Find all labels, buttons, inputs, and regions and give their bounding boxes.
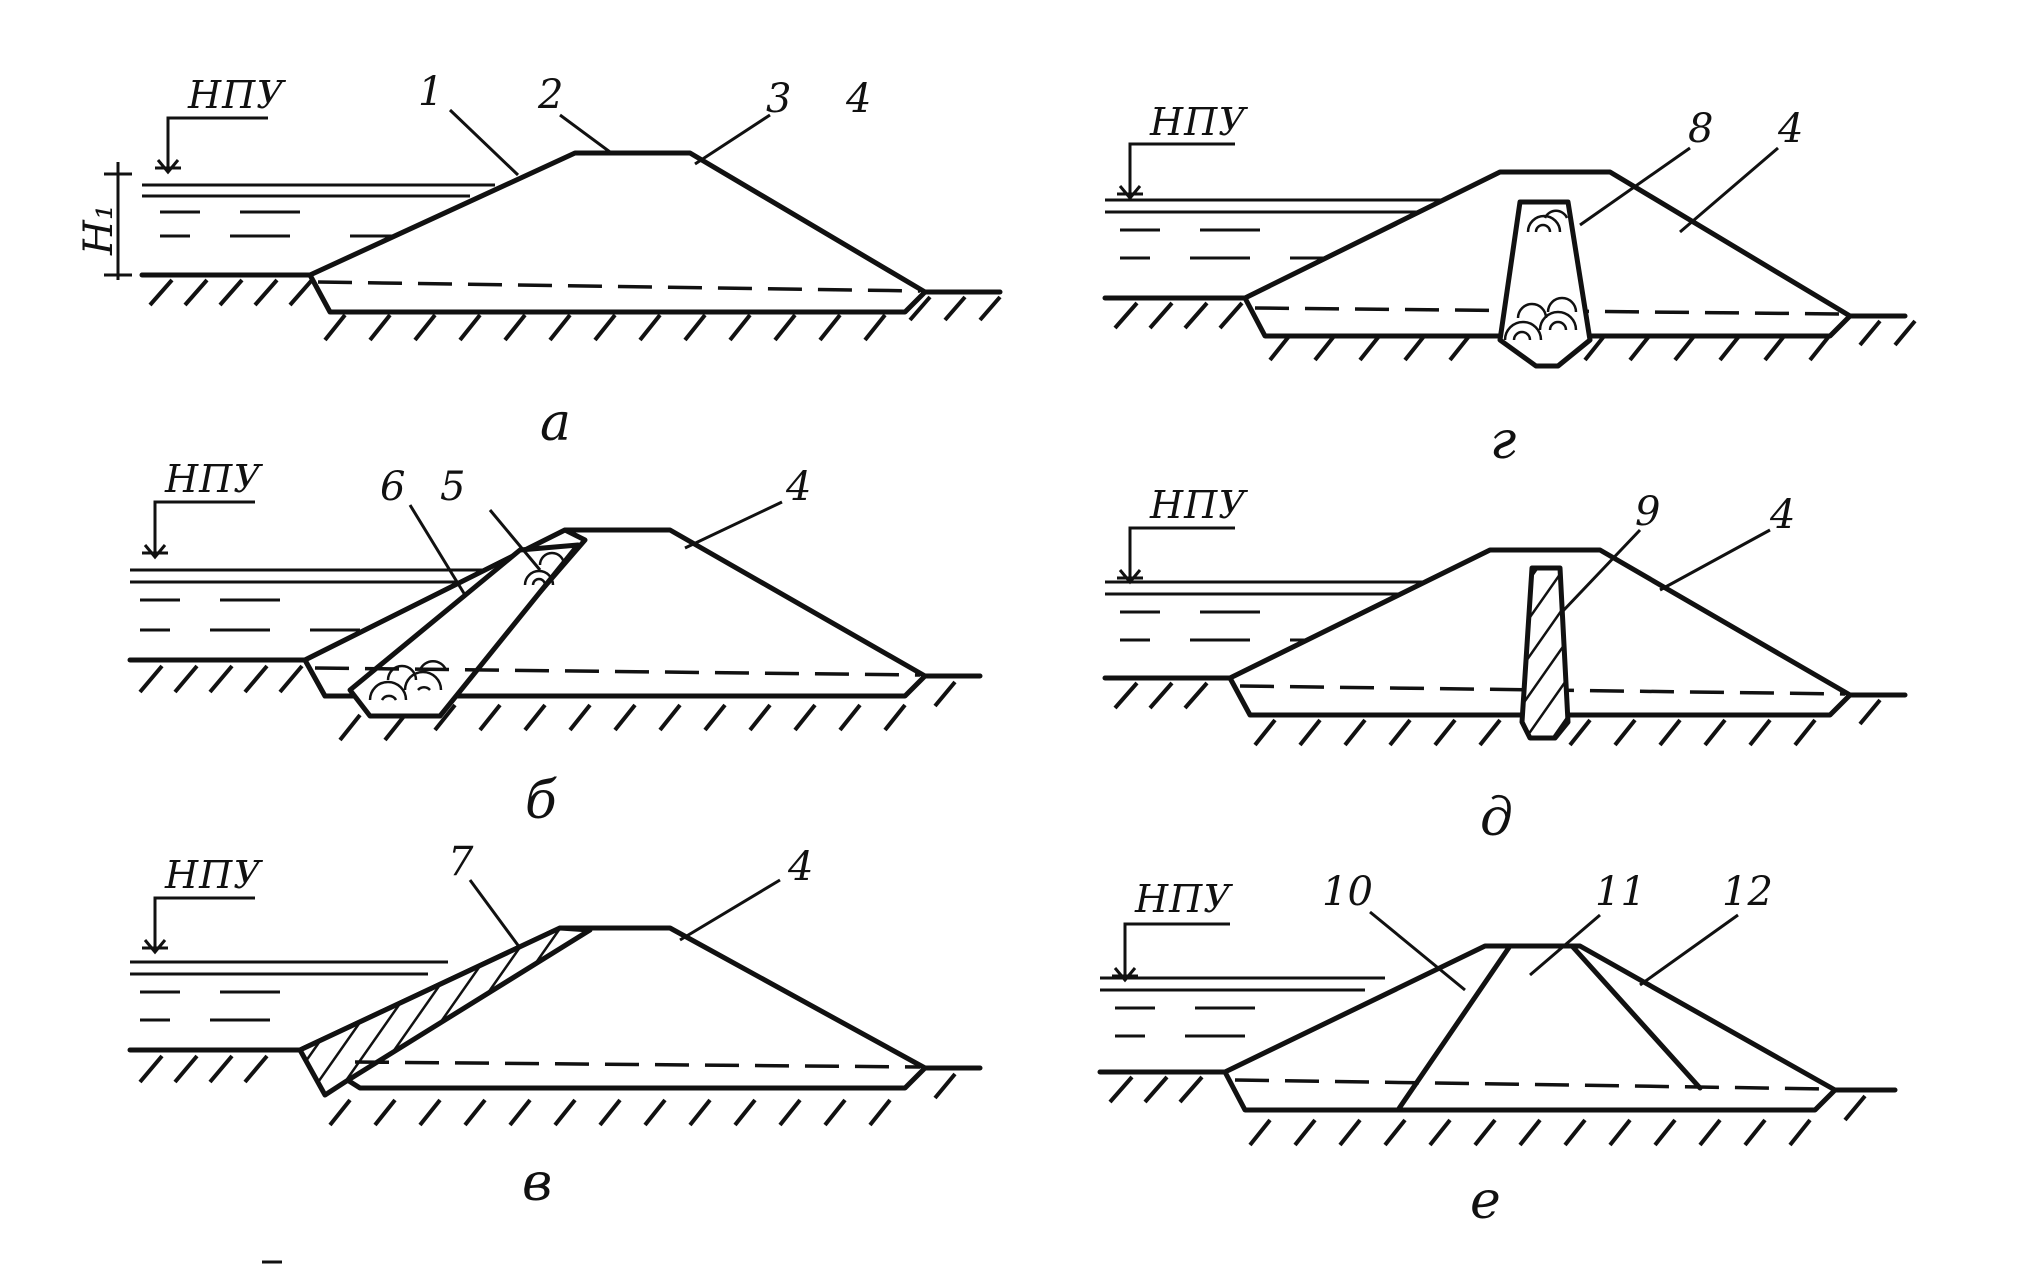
dam-body bbox=[307, 150, 928, 315]
panel-g: НПУ 8 4 г bbox=[1102, 100, 1917, 471]
screen-texture bbox=[368, 551, 566, 701]
label-3: 3 bbox=[766, 76, 791, 122]
level-label: НПУ bbox=[164, 457, 263, 501]
level-label: НПУ bbox=[187, 73, 286, 117]
loam-screen bbox=[297, 925, 593, 1098]
label-4: 4 bbox=[787, 844, 813, 890]
panel-b: НПУ 6 5 4 б bbox=[127, 457, 983, 831]
leader-lines bbox=[408, 500, 783, 596]
head-dimension bbox=[104, 162, 132, 280]
clay-core bbox=[1497, 199, 1593, 369]
label-9: 9 bbox=[1635, 489, 1660, 535]
label-6: 6 bbox=[380, 464, 405, 510]
zone-boundaries bbox=[1395, 943, 1703, 1113]
reservoir-water bbox=[130, 960, 448, 1022]
reservoir-water bbox=[1100, 976, 1385, 1038]
ground-line bbox=[139, 272, 1003, 342]
caption-d: д bbox=[1480, 788, 1513, 848]
level-label: НПУ bbox=[1149, 100, 1248, 144]
ground-line bbox=[127, 657, 983, 742]
label-4: 4 bbox=[785, 464, 811, 510]
caption-g: г bbox=[1490, 411, 1516, 471]
core-texture bbox=[1503, 209, 1578, 341]
label-2: 2 bbox=[537, 72, 563, 118]
label-5: 5 bbox=[440, 464, 465, 510]
diaphragm bbox=[1519, 565, 1571, 741]
head-label: H₁ bbox=[76, 204, 122, 256]
reservoir-water bbox=[1105, 198, 1455, 260]
leader-lines bbox=[448, 108, 771, 177]
reservoir-water bbox=[142, 183, 495, 238]
label-1: 1 bbox=[418, 69, 443, 115]
water-level-marker bbox=[1117, 142, 1235, 201]
leader-lines bbox=[1579, 146, 1779, 234]
caption-b: б bbox=[525, 771, 557, 831]
water-level-marker bbox=[1117, 526, 1235, 585]
label-10: 10 bbox=[1322, 869, 1373, 915]
panel-e: НПУ 10 11 12 е bbox=[1097, 869, 1898, 1231]
foundation-line bbox=[317, 280, 921, 293]
level-label: НПУ bbox=[1134, 877, 1233, 921]
label-4: 4 bbox=[845, 76, 871, 122]
caption-v: в bbox=[522, 1153, 552, 1213]
leader-lines bbox=[1369, 910, 1739, 992]
label-7: 7 bbox=[448, 839, 474, 885]
reservoir-water bbox=[130, 568, 525, 632]
loam-screen bbox=[347, 542, 581, 719]
label-11: 11 bbox=[1595, 869, 1646, 915]
label-4: 4 bbox=[1777, 106, 1803, 152]
water-level-marker bbox=[155, 116, 268, 175]
ground-line bbox=[127, 1047, 983, 1127]
ground-line bbox=[1102, 295, 1917, 362]
label-8: 8 bbox=[1688, 106, 1713, 152]
caption-e: е bbox=[1470, 1171, 1501, 1231]
foundation-line bbox=[354, 1060, 921, 1069]
caption-a: а bbox=[540, 393, 571, 453]
panel-v: НПУ 7 4 в bbox=[127, 839, 983, 1213]
dam-body bbox=[1222, 943, 1838, 1113]
level-label: НПУ bbox=[1149, 483, 1248, 527]
label-12: 12 bbox=[1722, 869, 1773, 915]
ground-line bbox=[1097, 1069, 1898, 1147]
water-level-marker bbox=[1112, 922, 1230, 983]
label-4: 4 bbox=[1769, 492, 1795, 538]
water-level-marker bbox=[142, 896, 255, 955]
leader-lines bbox=[468, 878, 781, 949]
level-label: НПУ bbox=[164, 853, 263, 897]
water-level-marker bbox=[142, 500, 255, 560]
panel-a: НПУ H₁ 1 2 3 4 а bbox=[76, 69, 1003, 453]
leader-lines bbox=[1560, 528, 1771, 614]
panel-d: НПУ 9 4 д bbox=[1102, 483, 1908, 848]
foundation-line bbox=[314, 666, 921, 677]
ground-line bbox=[1102, 675, 1908, 747]
